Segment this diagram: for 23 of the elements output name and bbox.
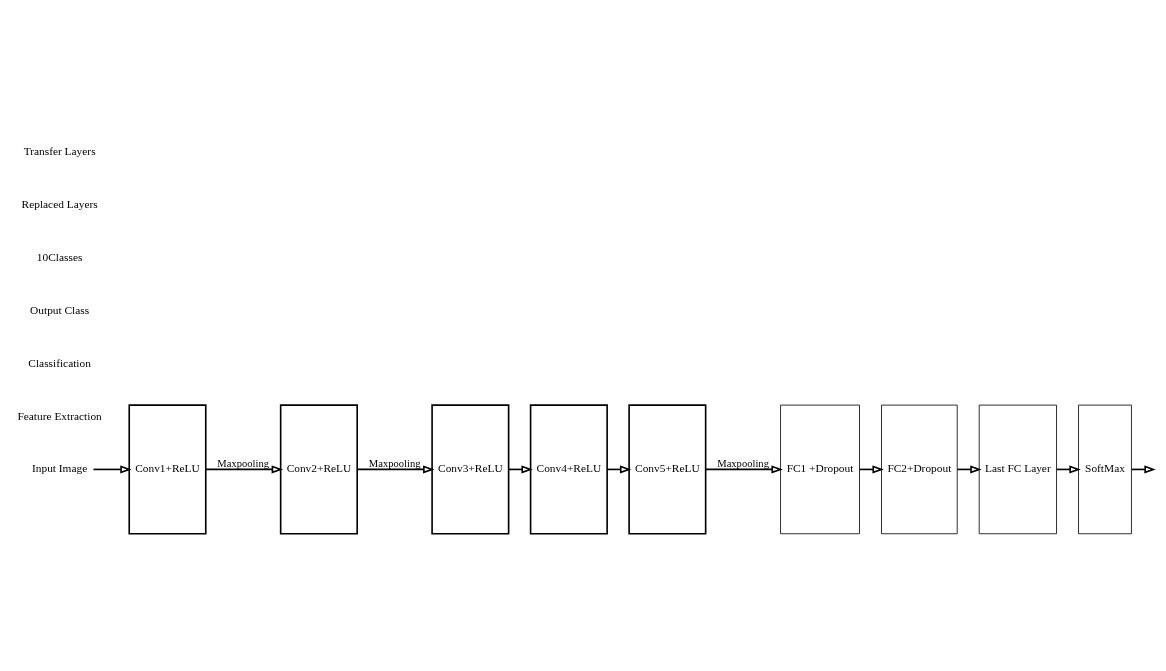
arrow	[356, 465, 435, 474]
label: Replaced Layers	[21, 197, 98, 210]
edge-label: Maxpooling	[717, 457, 769, 469]
node-box: Conv4+ReLU	[529, 404, 608, 535]
arrow	[205, 465, 284, 474]
edge-label: Maxpooling	[368, 457, 421, 469]
label: 10Classes	[36, 250, 83, 263]
node-box: FC2+Dropout	[881, 404, 958, 535]
node-text: Input Image	[31, 462, 88, 475]
label: Transfer Layers	[23, 144, 96, 157]
arrow	[92, 465, 132, 474]
node-box: FC1 +Dropout	[780, 404, 860, 535]
arrow	[705, 465, 783, 474]
node-box: SoftMax	[1078, 404, 1132, 535]
label: Feature Extraction	[17, 409, 102, 422]
node-box: Last FC Layer	[978, 404, 1057, 535]
node-box: Conv1+ReLU	[128, 404, 207, 535]
node-box: Conv5+ReLU	[628, 404, 707, 535]
node-box: Conv2+ReLU	[279, 404, 358, 535]
label: Output Class	[30, 303, 90, 316]
label: Classification	[28, 356, 91, 369]
node-box: Conv3+ReLU	[431, 404, 510, 535]
edge-label: Maxpooling	[217, 457, 270, 469]
